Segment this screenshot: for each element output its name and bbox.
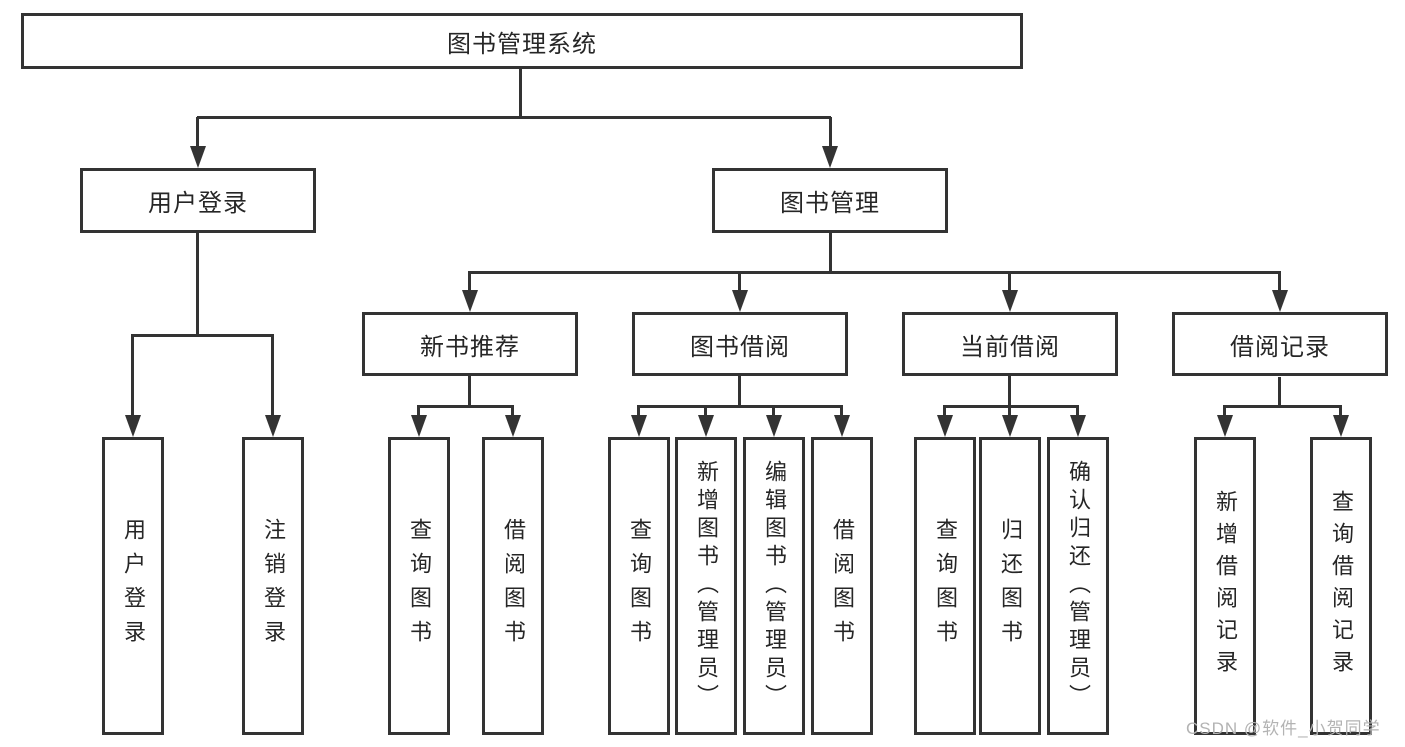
node-user-login: 用户登录 — [80, 168, 316, 233]
arrowhead-leaf-query-books-1 — [411, 415, 427, 437]
arrowhead-user-login — [190, 146, 206, 168]
arrowhead-leaf-edit-book — [766, 415, 782, 437]
node-label: 查询借阅记录 — [1329, 490, 1354, 682]
node-label: 图书管理 — [780, 190, 880, 217]
connector-level2-split — [197, 116, 831, 119]
node-leaf-query-borrow-record: 查询借阅记录 — [1310, 437, 1372, 735]
arrowhead-leaf-add-book — [698, 415, 714, 437]
node-leaf-query-books-3: 查询图书 — [914, 437, 976, 735]
connector-leaf-shaft — [943, 405, 946, 418]
node-label: 注销登录 — [261, 518, 286, 654]
node-label: 查询图书 — [627, 518, 652, 654]
node-library-system: 图书管理系统 — [21, 13, 1023, 69]
connector-leaf-shaft — [704, 405, 707, 418]
arrowhead-book-management — [822, 146, 838, 168]
connector-user-login-down — [196, 233, 199, 336]
connector-borrow-record-down — [1278, 377, 1281, 407]
node-label: 新增借阅记录 — [1213, 490, 1238, 682]
connector-level3-split — [469, 271, 1281, 274]
node-leaf-add-book-admin: 新增图书（管理员） — [675, 437, 737, 735]
connector-user-login-split — [132, 334, 274, 337]
arrowhead-leaf-borrow-books-1 — [505, 415, 521, 437]
node-book-management: 图书管理 — [712, 168, 948, 233]
connector-book-borrow-split — [638, 405, 843, 408]
watermark: CSDN @软件_小贺同学 — [1186, 719, 1381, 738]
node-leaf-confirm-return-admin: 确认归还（管理员） — [1047, 437, 1109, 735]
node-leaf-return-book: 归还图书 — [979, 437, 1041, 735]
connector-to-leaf-user-login — [131, 334, 134, 418]
node-new-book-recommend: 新书推荐 — [362, 312, 578, 376]
connector-current-borrow-split — [944, 405, 1078, 408]
node-label: 图书借阅 — [690, 333, 790, 361]
node-label: 查询图书 — [933, 518, 958, 654]
node-leaf-edit-book-admin: 编辑图书（管理员） — [743, 437, 805, 735]
connector-current-borrow-down — [1008, 376, 1011, 407]
connector-leaf-shaft — [637, 405, 640, 418]
connector-new-book-down — [468, 376, 471, 407]
node-label: 新书推荐 — [420, 333, 520, 361]
connector-to-current-borrow — [1008, 271, 1011, 293]
node-borrow-record: 借阅记录 — [1172, 312, 1388, 376]
node-label: 用户登录 — [148, 190, 248, 217]
connector-leaf-shaft — [1008, 405, 1011, 418]
connector-leaf-shaft — [511, 405, 514, 418]
node-book-borrow: 图书借阅 — [632, 312, 848, 376]
node-leaf-add-borrow-record: 新增借阅记录 — [1194, 437, 1256, 735]
arrowhead-leaf-add-record — [1217, 415, 1233, 437]
node-label: 新增图书（管理员） — [694, 460, 719, 712]
node-label: 图书管理系统 — [447, 30, 597, 58]
connector-leaf-shaft — [840, 405, 843, 418]
node-leaf-user-login: 用户登录 — [102, 437, 164, 735]
arrowhead-leaf-user-login — [125, 415, 141, 437]
node-current-borrow: 当前借阅 — [902, 312, 1118, 376]
connector-leaf-shaft — [417, 405, 420, 418]
connector-new-book-split — [418, 405, 514, 408]
arrowhead-leaf-return-book — [1002, 415, 1018, 437]
arrowhead-borrow-record — [1272, 290, 1288, 312]
connector-leaf-shaft — [1339, 405, 1342, 418]
node-label: 当前借阅 — [960, 333, 1060, 361]
arrowhead-leaf-query-books-2 — [631, 415, 647, 437]
connector-to-book-management — [829, 117, 832, 150]
arrowhead-new-book — [462, 290, 478, 312]
node-label: 确认归还（管理员） — [1066, 460, 1091, 712]
node-leaf-borrow-books-1: 借阅图书 — [482, 437, 544, 735]
arrowhead-book-borrow — [732, 290, 748, 312]
arrowhead-leaf-confirm-return — [1070, 415, 1086, 437]
node-label: 归还图书 — [998, 518, 1023, 654]
connector-leaf-shaft — [1223, 405, 1226, 418]
arrowhead-leaf-query-books-3 — [937, 415, 953, 437]
node-label: 借阅图书 — [501, 518, 526, 654]
connector-to-user-login — [196, 117, 199, 150]
node-leaf-borrow-books-2: 借阅图书 — [811, 437, 873, 735]
connector-leaf-shaft — [772, 405, 775, 418]
connector-to-leaf-logout — [271, 334, 274, 418]
connector-book-management-down — [829, 233, 832, 273]
arrowhead-leaf-borrow-books-2 — [834, 415, 850, 437]
node-label: 用户登录 — [121, 518, 146, 654]
connector-borrow-record-split — [1224, 405, 1341, 408]
connector-to-borrow-record — [1278, 271, 1281, 293]
node-leaf-logout: 注销登录 — [242, 437, 304, 735]
connector-leaf-shaft — [1076, 405, 1079, 418]
connector-to-new-book — [468, 271, 471, 293]
node-label: 借阅图书 — [830, 518, 855, 654]
connector-root-trunk — [519, 65, 522, 118]
connector-book-borrow-down — [738, 376, 741, 407]
node-leaf-query-books-1: 查询图书 — [388, 437, 450, 735]
arrowhead-current-borrow — [1002, 290, 1018, 312]
arrowhead-leaf-query-record — [1333, 415, 1349, 437]
node-label: 借阅记录 — [1230, 333, 1330, 361]
node-label: 查询图书 — [407, 518, 432, 654]
node-label: 编辑图书（管理员） — [762, 460, 787, 712]
arrowhead-leaf-logout — [265, 415, 281, 437]
connector-to-book-borrow — [738, 271, 741, 293]
node-leaf-query-books-2: 查询图书 — [608, 437, 670, 735]
